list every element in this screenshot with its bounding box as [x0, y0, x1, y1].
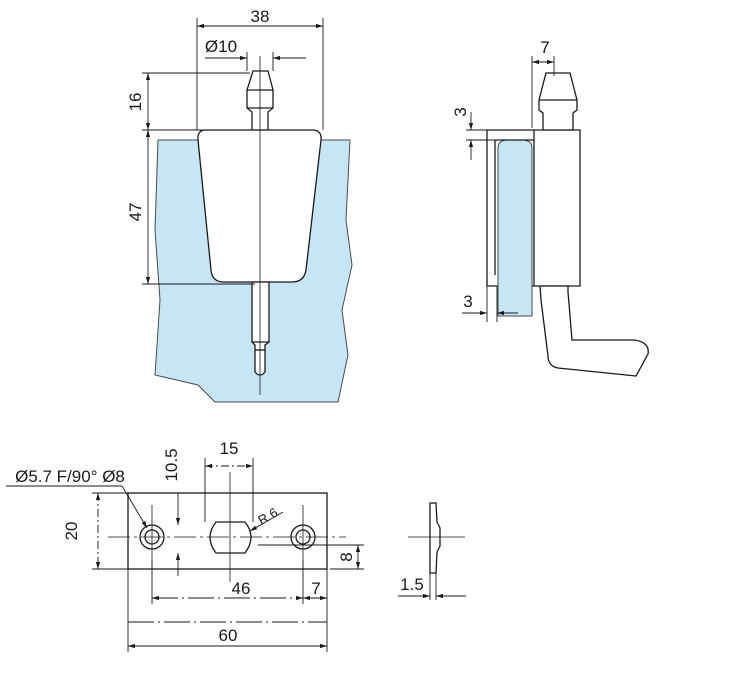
plate-view: Ø5.7 F/90° Ø8 15 10.5 20 R 6 8 46 7	[6, 439, 364, 652]
thickness-view: 1.5	[398, 502, 466, 600]
dim-plate-height-label: 20	[62, 522, 81, 541]
dim-pin-width-label: 7	[540, 38, 549, 57]
lever-side	[539, 285, 649, 377]
glass-panel-side	[497, 139, 533, 317]
dim-body-height-label: 47	[126, 203, 145, 222]
dim-bottom-gap-label: 3	[463, 292, 472, 311]
dim-slot-height-label: 8	[337, 552, 356, 561]
dim-hole-spacing-label: 46	[232, 579, 251, 598]
center-slot	[209, 521, 252, 554]
dim-r6-leader	[249, 511, 284, 532]
dim-plate-length-label: 60	[219, 626, 238, 645]
dim-slot-offset-label: 10.5	[162, 448, 181, 481]
lower-pin-front	[251, 281, 270, 376]
dim-pin-height-label: 16	[126, 93, 145, 112]
front-view: 38 Ø10 16 47	[126, 7, 353, 403]
dim-thickness-label: 1.5	[400, 575, 424, 594]
plate-edge-view	[429, 502, 441, 574]
hole-callout-label: Ø5.7 F/90° Ø8	[15, 467, 125, 486]
side-view: 7 3 3	[451, 38, 649, 377]
clamp-body-front	[197, 129, 322, 283]
dim-pin-diameter-label: Ø10	[205, 37, 237, 56]
dim-slot-width-label: 15	[220, 439, 239, 458]
upper-pin-side	[538, 72, 578, 131]
dim-hole-edge-label: 7	[311, 579, 320, 598]
dim-top-gap-label: 3	[451, 107, 470, 116]
dim-width-label: 38	[251, 7, 270, 26]
